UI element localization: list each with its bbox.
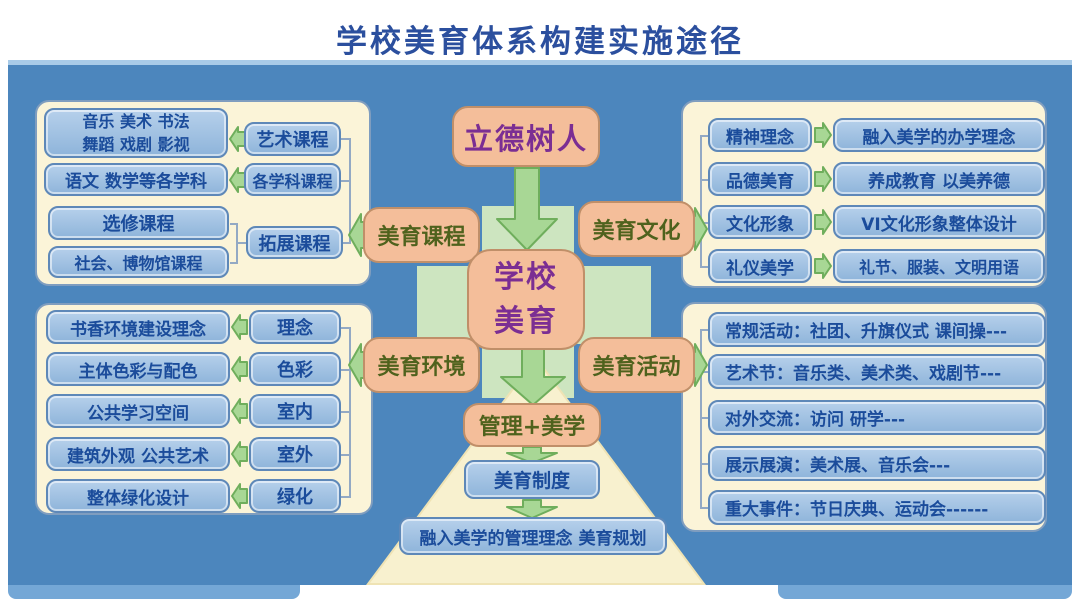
node-core-school-aesthetic: 学校 美育 (467, 249, 585, 350)
right-arrow-icon (814, 122, 832, 148)
node-management-aesthetics: 管理+美学 (463, 403, 601, 447)
right-arrow-icon (814, 253, 832, 279)
bracket-line (700, 266, 709, 268)
node-activity-row: 艺术节：音乐类、美术类、戏剧节--- (708, 354, 1046, 389)
bracket-line (700, 507, 709, 509)
bracket-line (341, 327, 350, 329)
bottom-right-tab (778, 585, 1072, 599)
node-environment-value: 公共学习空间 (46, 394, 230, 428)
node-activity-row: 对外交流：访问 研学--- (708, 400, 1046, 435)
node-activity-row: 展示展演：美术展、音乐会--- (708, 446, 1046, 481)
node-environment-label: 室内 (249, 394, 341, 428)
node-culture-value: VI文化形象整体设计 (833, 205, 1045, 239)
bracket-line (341, 138, 350, 140)
down-arrow-icon (506, 499, 558, 519)
node-environment-value: 建筑外观 公共艺术 (46, 437, 230, 471)
bracket-line (230, 262, 237, 264)
left-arrow-icon (231, 356, 248, 382)
down-arrow-icon (496, 167, 558, 251)
node-hub-environment: 美育环境 (363, 337, 480, 393)
bracket-line (341, 454, 350, 456)
bracket-line (700, 329, 709, 331)
node-environment-value: 整体绿化设计 (46, 479, 230, 513)
node-social-museum-courses: 社会、博物馆课程 (48, 246, 229, 278)
node-culture-label: 礼仪美学 (708, 249, 812, 283)
bracket-line (700, 329, 702, 509)
node-culture-label: 精神理念 (708, 118, 812, 152)
node-art-subjects: 音乐 美术 书法 舞蹈 戏剧 影视 (44, 108, 228, 158)
bracket-line (341, 411, 350, 413)
bracket-line (700, 417, 709, 419)
node-environment-value: 书香环境建设理念 (46, 310, 230, 344)
down-arrow-icon (506, 446, 558, 464)
node-subject-detail: 语文 数学等各学科 (44, 163, 228, 196)
bracket-line (700, 179, 709, 181)
left-arrow-icon (231, 398, 248, 424)
left-arrow-icon (231, 314, 248, 340)
bracket-line (341, 496, 350, 498)
down-arrow-icon (500, 348, 566, 406)
node-subject-courses: 各学科课程 (244, 163, 341, 196)
left-arrow-icon (229, 167, 246, 193)
node-environment-label: 色彩 (249, 352, 341, 386)
bracket-line (700, 135, 702, 268)
node-environment-label: 室外 (249, 437, 341, 471)
node-activity-row: 常规活动：社团、升旗仪式 课间操--- (708, 312, 1046, 347)
bracket-line (349, 327, 351, 498)
node-culture-label: 文化形象 (708, 205, 812, 239)
bracket-line (237, 242, 246, 244)
bracket-line (341, 180, 350, 182)
left-arrow-icon (229, 126, 246, 152)
left-arrow-icon (231, 483, 248, 509)
right-arrow-icon (814, 209, 832, 235)
node-culture-value: 养成教育 以美养德 (833, 162, 1045, 196)
bracket-line (700, 463, 709, 465)
node-culture-label: 品德美育 (708, 162, 812, 196)
bracket-line (230, 223, 237, 225)
node-root-lideshuren: 立德树人 (452, 106, 600, 167)
right-arrow-icon (814, 166, 832, 192)
node-art-courses: 艺术课程 (244, 122, 341, 156)
bracket-line (700, 135, 709, 137)
node-culture-value: 融入美学的办学理念 (833, 118, 1045, 152)
node-activity-row: 重大事件：节日庆典、运动会------ (708, 490, 1046, 525)
node-hub-courses: 美育课程 (363, 207, 480, 263)
node-environment-label: 绿化 (249, 479, 341, 513)
bottom-left-tab (8, 585, 300, 599)
node-label: 美育 (494, 303, 558, 339)
bracket-line (341, 242, 350, 244)
node-hub-activities: 美育活动 (578, 337, 695, 393)
node-elective-courses: 选修课程 (48, 206, 229, 240)
node-aesthetic-institution: 美育制度 (464, 460, 600, 499)
node-label: 舞蹈 戏剧 影视 (82, 135, 190, 154)
node-extension-courses: 拓展课程 (246, 226, 343, 259)
page-title: 学校美育体系构建实施途径 (336, 24, 744, 60)
node-environment-label: 理念 (249, 310, 341, 344)
node-label: 音乐 美术 书法 (82, 111, 190, 131)
node-environment-value: 主体色彩与配色 (46, 352, 230, 386)
node-hub-culture: 美育文化 (578, 201, 695, 257)
node-label: 学校 (494, 260, 558, 295)
bracket-line (349, 138, 351, 244)
left-arrow-icon (231, 441, 248, 467)
bracket-line (341, 369, 350, 371)
node-culture-value: 礼节、服装、文明用语 (833, 249, 1045, 283)
bracket-line (700, 371, 709, 373)
node-management-philosophy: 融入美学的管理理念 美育规划 (399, 517, 667, 555)
